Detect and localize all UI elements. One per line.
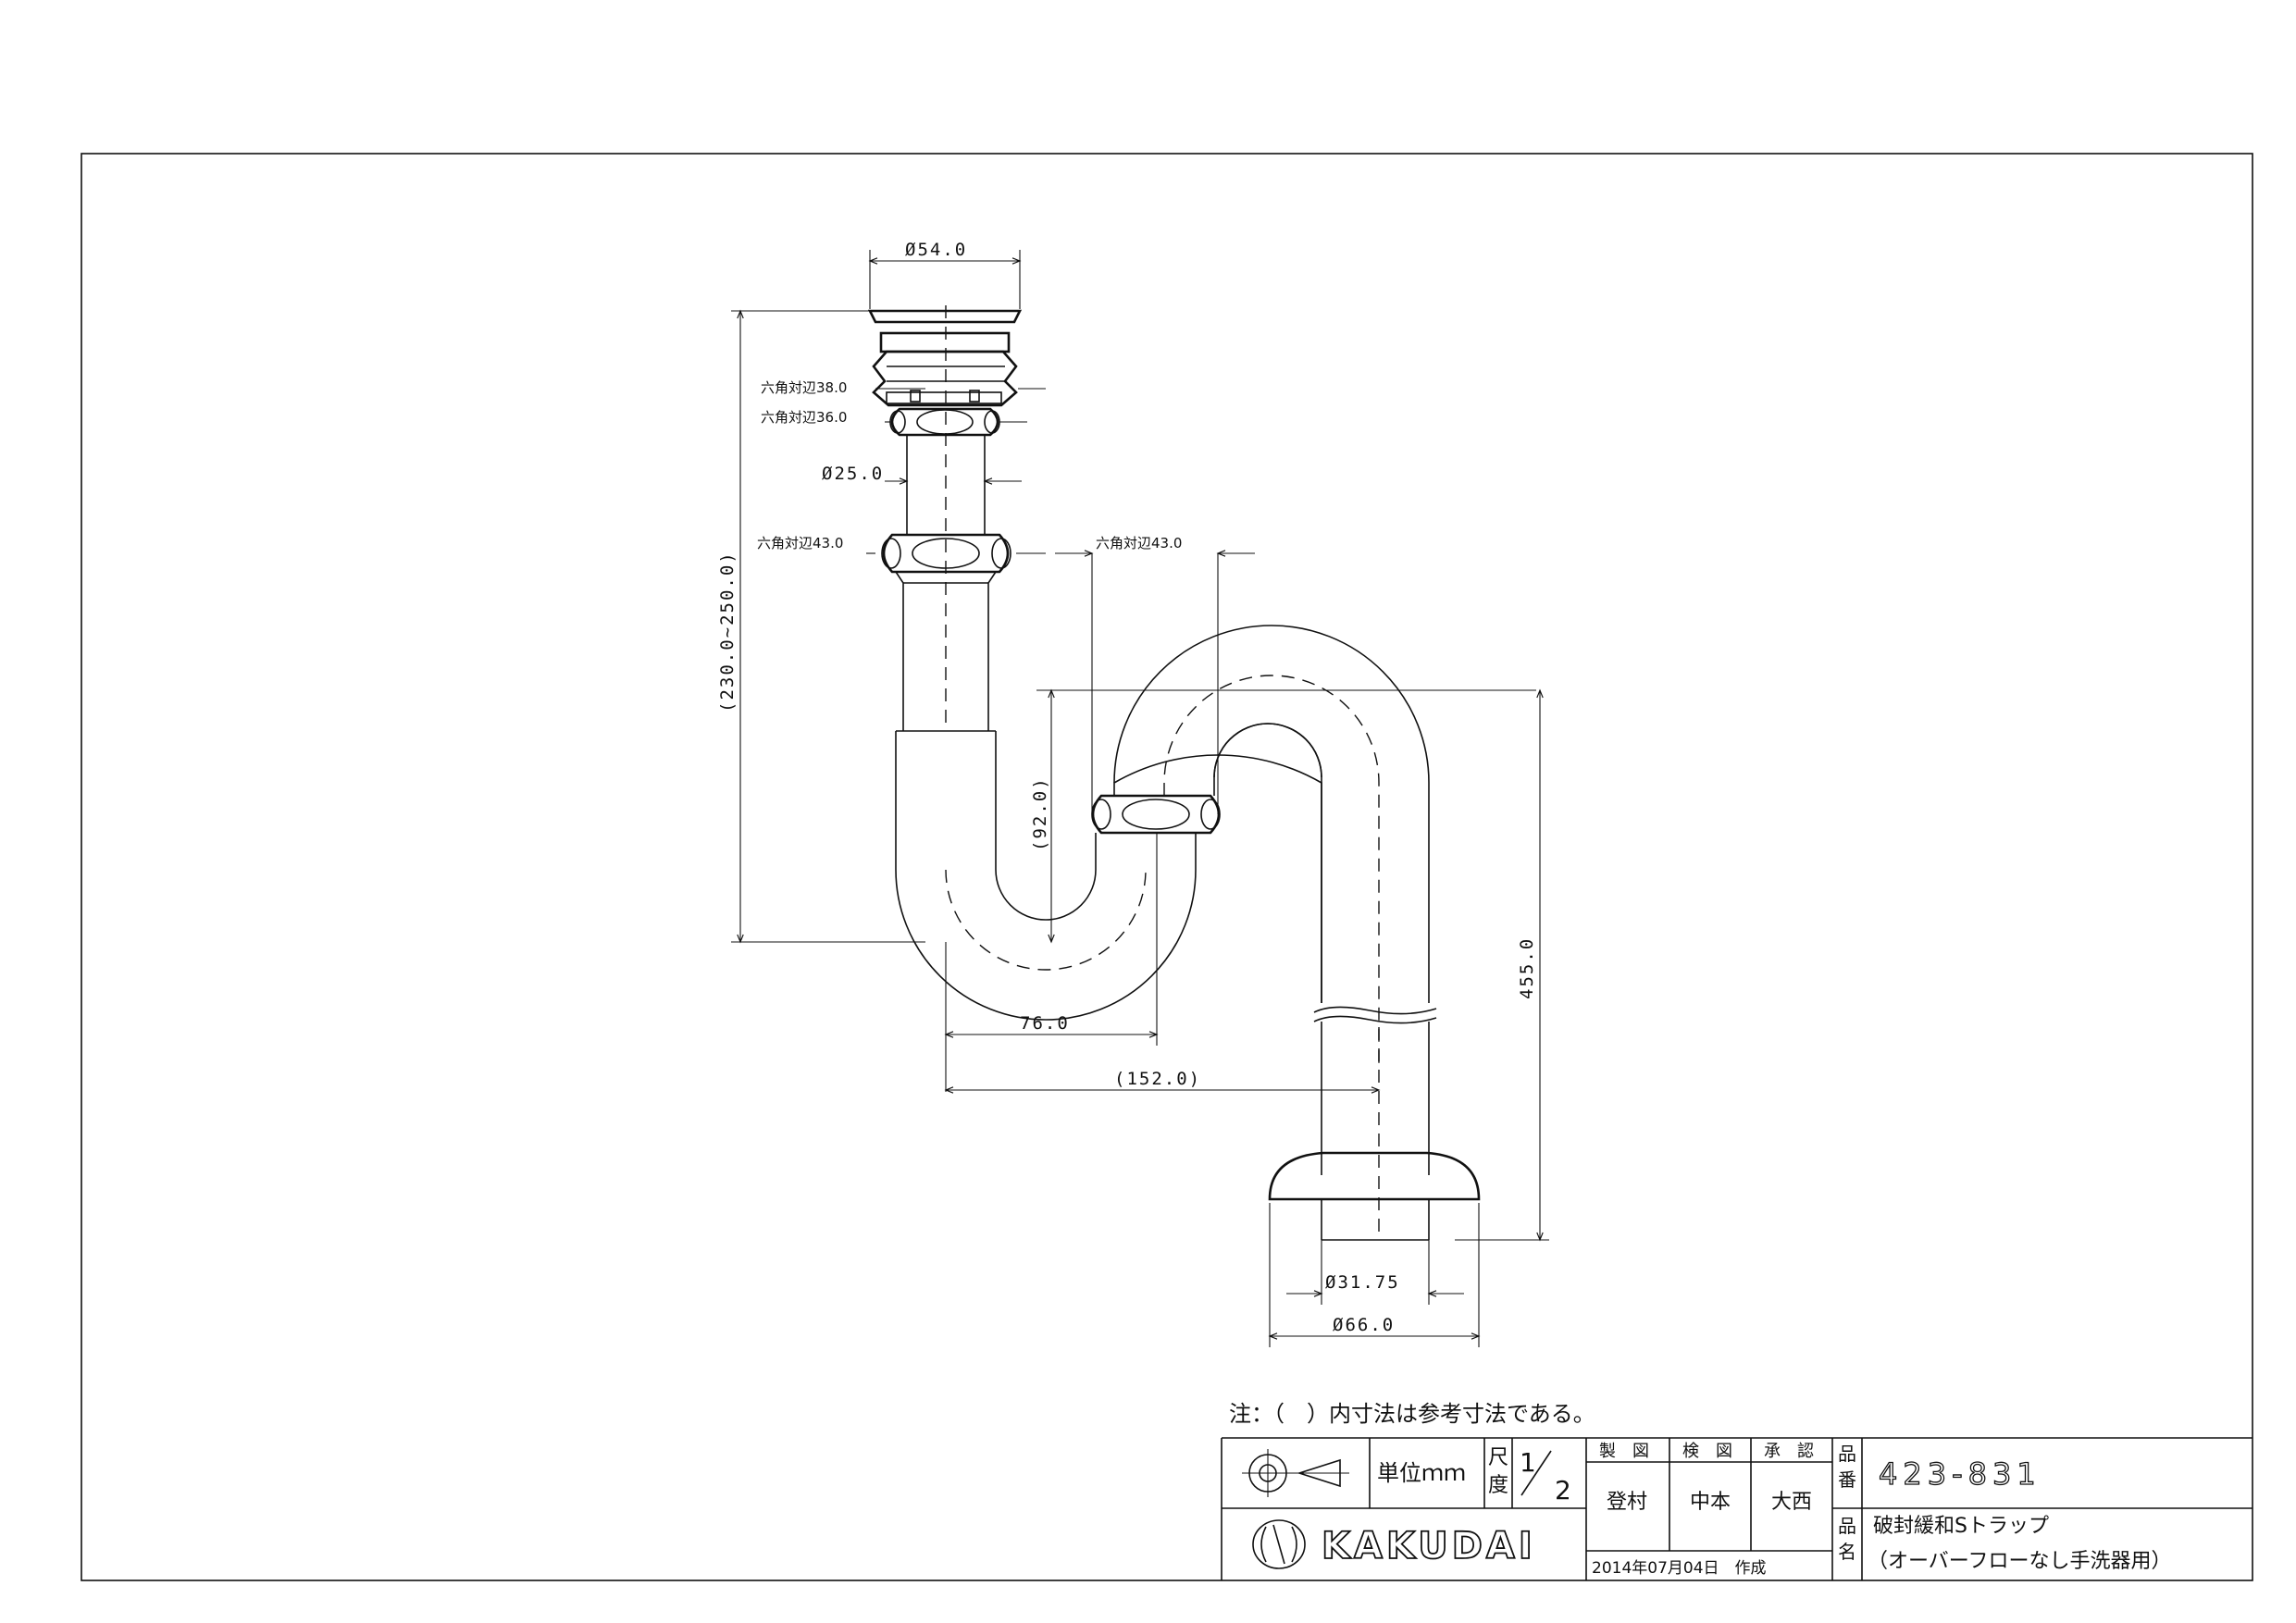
dim-hex-43-right: 六角対辺43.0 [1096,535,1182,551]
part-number: 423-831 [1879,1456,2042,1492]
logo-wordmark: KAKUDAI [1322,1525,1536,1567]
dim-height-range: (230.0~250.0) [717,551,738,712]
scale-denominator: 2 [1555,1475,1571,1505]
unit-label: 単位ｍｍ [1377,1460,1466,1486]
approved-label: 承 認 [1764,1442,1814,1461]
creation-date: 2014年07月04日 作成 [1592,1559,1767,1578]
checked-by: 中本 [1690,1491,1731,1514]
dim-total-height: 455.0 [1517,937,1537,999]
scale-label-1: 尺 [1488,1446,1508,1469]
dim-hex-43-left: 六角対辺43.0 [757,535,843,551]
drawing-border [81,153,2253,1581]
dim-offset-76: 76.0 [1020,1013,1070,1034]
trap-geometry [867,305,1481,1241]
reference-note: 注：（ ）内寸法は参考寸法である。 [1229,1401,1595,1427]
third-angle-projection-icon [1242,1449,1349,1497]
scale-numerator: 1 [1520,1447,1536,1478]
dim-flange-diameter: Ø66.0 [1333,1315,1395,1335]
dimension-lines [731,250,1549,1347]
drawn-label: 製 図 [1599,1442,1649,1461]
dim-hex-38: 六角対辺38.0 [761,379,847,396]
dim-outlet-diameter: Ø31.75 [1325,1272,1400,1293]
dim-pipe-diameter: Ø25.0 [822,464,884,484]
approved-by: 大西 [1771,1491,1812,1514]
title-block [1221,1437,2253,1580]
dim-hex-36: 六角対辺36.0 [761,409,847,426]
part-no-label-1: 品 [1838,1443,1856,1465]
dim-top-diameter: Ø54.0 [905,240,967,260]
dim-offset-152: (152.0) [1114,1069,1201,1089]
kakudai-logo: KAKUDAI [1252,1519,1536,1569]
part-name-label-1: 品 [1838,1515,1856,1537]
part-name-label-2: 名 [1838,1541,1856,1563]
dim-trap-depth: (92.0) [1030,776,1050,851]
part-name-line-2: （オーバーフローなし手洗器用） [1868,1550,2171,1573]
part-no-label-2: 番 [1838,1468,1856,1491]
scale-label-2: 度 [1488,1474,1508,1497]
checked-label: 検 図 [1682,1442,1732,1461]
drawn-by: 登村 [1607,1491,1647,1514]
part-name-line-1: 破封緩和Sトラップ [1873,1515,2049,1538]
